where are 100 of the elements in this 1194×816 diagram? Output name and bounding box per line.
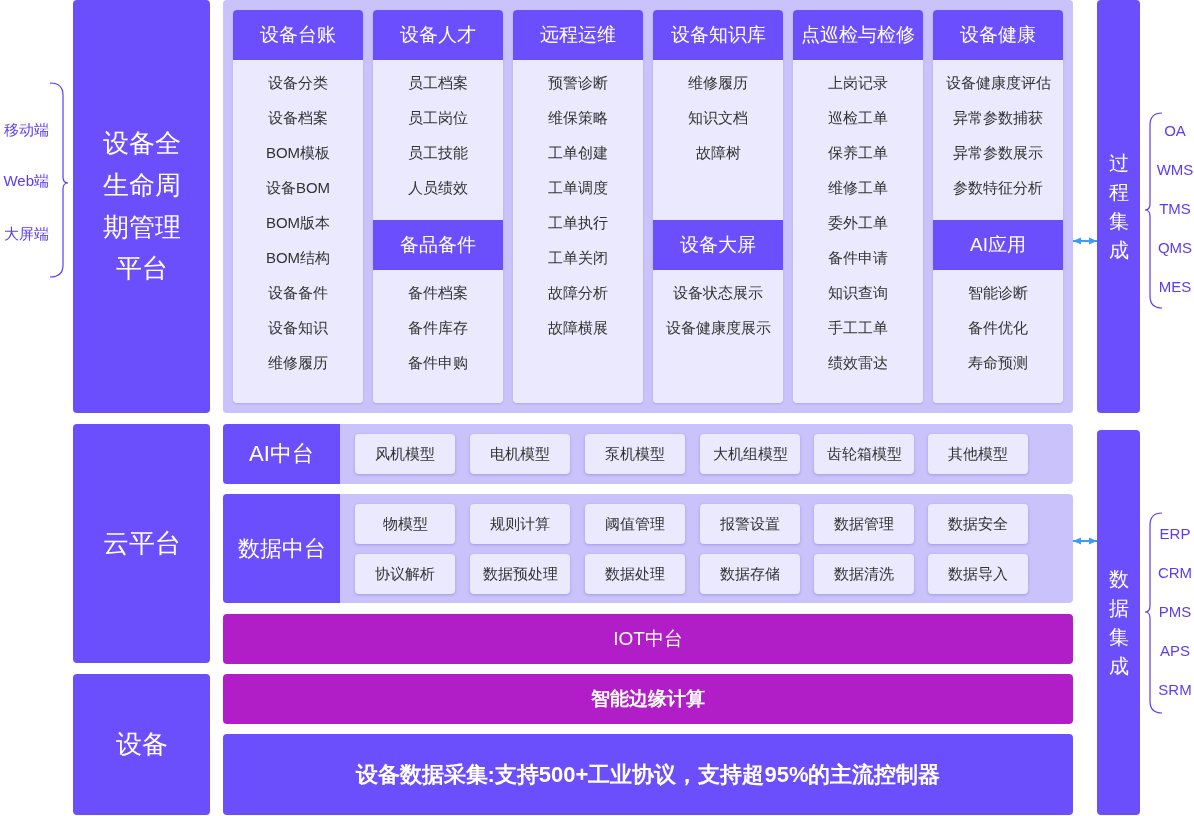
module-card: [933, 10, 1063, 220]
integration-bar: [1097, 0, 1140, 413]
module-card: [513, 10, 643, 403]
module-item: 保养工单: [828, 143, 888, 163]
module-item: 工单调度: [548, 178, 608, 198]
client-label: 移动端: [4, 121, 49, 139]
layer-label: AI中台: [223, 424, 340, 484]
module-item: 故障横展: [548, 318, 608, 338]
module-item: 维保策略: [548, 108, 608, 128]
module-card: [373, 10, 503, 220]
layer-title: 云平台: [102, 526, 181, 560]
module-item: 备件档案: [408, 283, 468, 303]
module-item: 智能诊断: [968, 283, 1028, 303]
module-header: 设备知识库: [653, 10, 783, 60]
module-header: AI应用: [933, 220, 1063, 270]
system-label: OA: [1164, 122, 1186, 140]
module-item: 上岗记录: [828, 73, 888, 93]
module-card: [793, 10, 923, 403]
system-label: CRM: [1157, 564, 1193, 582]
module-item: BOM版本: [265, 213, 331, 233]
module-item: 设备健康度展示: [665, 318, 771, 338]
module-item: 异常参数捕获: [953, 108, 1043, 128]
system-label: MES: [1158, 278, 1192, 296]
system-label: WMS: [1156, 161, 1194, 179]
function-item: 阈值管理: [585, 504, 685, 544]
module-item: 设备分类: [268, 73, 328, 93]
module-item: 工单执行: [548, 213, 608, 233]
module-header: 点巡检与检修: [793, 10, 923, 60]
module-item: 手工工单: [828, 318, 888, 338]
function-item: 数据存储: [700, 554, 800, 594]
client-label: Web端: [3, 172, 49, 190]
module-item: 知识文档: [688, 108, 748, 128]
model-item: 泵机模型: [585, 434, 685, 474]
layer-block: [73, 0, 210, 413]
function-item: 物模型: [355, 504, 455, 544]
system-label: APS: [1160, 642, 1190, 660]
module-item: 设备状态展示: [673, 283, 763, 303]
model-item: 大机组模型: [700, 434, 800, 474]
integration-title: 过程集成: [1108, 150, 1129, 263]
module-item: 维修工单: [828, 178, 888, 198]
module-item: 设备档案: [268, 108, 328, 128]
module-item: 设备健康度评估: [945, 73, 1051, 93]
module-item: 备件申购: [408, 353, 468, 373]
module-item: BOM模板: [265, 143, 331, 163]
module-card: [653, 10, 783, 220]
function-item: 协议解析: [355, 554, 455, 594]
module-card: [653, 220, 783, 403]
module-item: 维修履历: [268, 353, 328, 373]
module-panel: [223, 0, 1073, 413]
layer-bar: 设备数据采集:支持500+工业协议，支持超95%的主流控制器: [223, 734, 1073, 815]
module-header: 设备人才: [373, 10, 503, 60]
model-item: 其他模型: [928, 434, 1028, 474]
module-card: [933, 220, 1063, 403]
module-item: 寿命预测: [968, 353, 1028, 373]
system-label: TMS: [1159, 200, 1191, 218]
model-item: 风机模型: [355, 434, 455, 474]
module-item: 巡检工单: [828, 108, 888, 128]
module-item: 预警诊断: [548, 73, 608, 93]
layer-block: [73, 674, 210, 815]
layer-bar: IOT中台: [223, 614, 1073, 664]
system-label: SRM: [1158, 681, 1192, 699]
module-item: BOM结构: [265, 248, 331, 268]
module-card: [233, 10, 363, 403]
layer-title: 设备: [115, 727, 168, 761]
layer-bar: 智能边缘计算: [223, 674, 1073, 724]
module-header: 设备健康: [933, 10, 1063, 60]
system-label: ERP: [1159, 525, 1191, 543]
module-item: 员工档案: [408, 73, 468, 93]
function-item: 数据预处理: [470, 554, 570, 594]
function-item: 数据管理: [814, 504, 914, 544]
integration-title: 数据集成: [1108, 566, 1129, 679]
module-item: 工单关闭: [548, 248, 608, 268]
module-item: 设备备件: [268, 283, 328, 303]
integration-bar: [1097, 430, 1140, 815]
model-item: 齿轮箱模型: [814, 434, 914, 474]
function-item: 数据处理: [585, 554, 685, 594]
model-item: 电机模型: [470, 434, 570, 474]
module-header: 备品备件: [373, 220, 503, 270]
module-item: 设备BOM: [265, 178, 331, 198]
function-item: 数据导入: [928, 554, 1028, 594]
system-label: PMS: [1158, 603, 1192, 621]
module-item: 备件申请: [828, 248, 888, 268]
module-header: 设备大屏: [653, 220, 783, 270]
module-item: 异常参数展示: [953, 143, 1043, 163]
module-item: 员工岗位: [408, 108, 468, 128]
module-item: 备件库存: [408, 318, 468, 338]
function-item: 数据安全: [928, 504, 1028, 544]
module-item: 备件优化: [968, 318, 1028, 338]
layer-label: 数据中台: [223, 494, 340, 603]
module-header: 远程运维: [513, 10, 643, 60]
module-item: 设备知识: [268, 318, 328, 338]
module-item: 委外工单: [828, 213, 888, 233]
module-item: 参数特征分析: [953, 178, 1043, 198]
module-card: [373, 220, 503, 403]
function-item: 规则计算: [470, 504, 570, 544]
double-arrow: [1072, 537, 1098, 545]
module-item: 绩效雷达: [828, 353, 888, 373]
module-item: 工单创建: [548, 143, 608, 163]
layer-band: [223, 494, 1073, 603]
module-item: 维修履历: [688, 73, 748, 93]
